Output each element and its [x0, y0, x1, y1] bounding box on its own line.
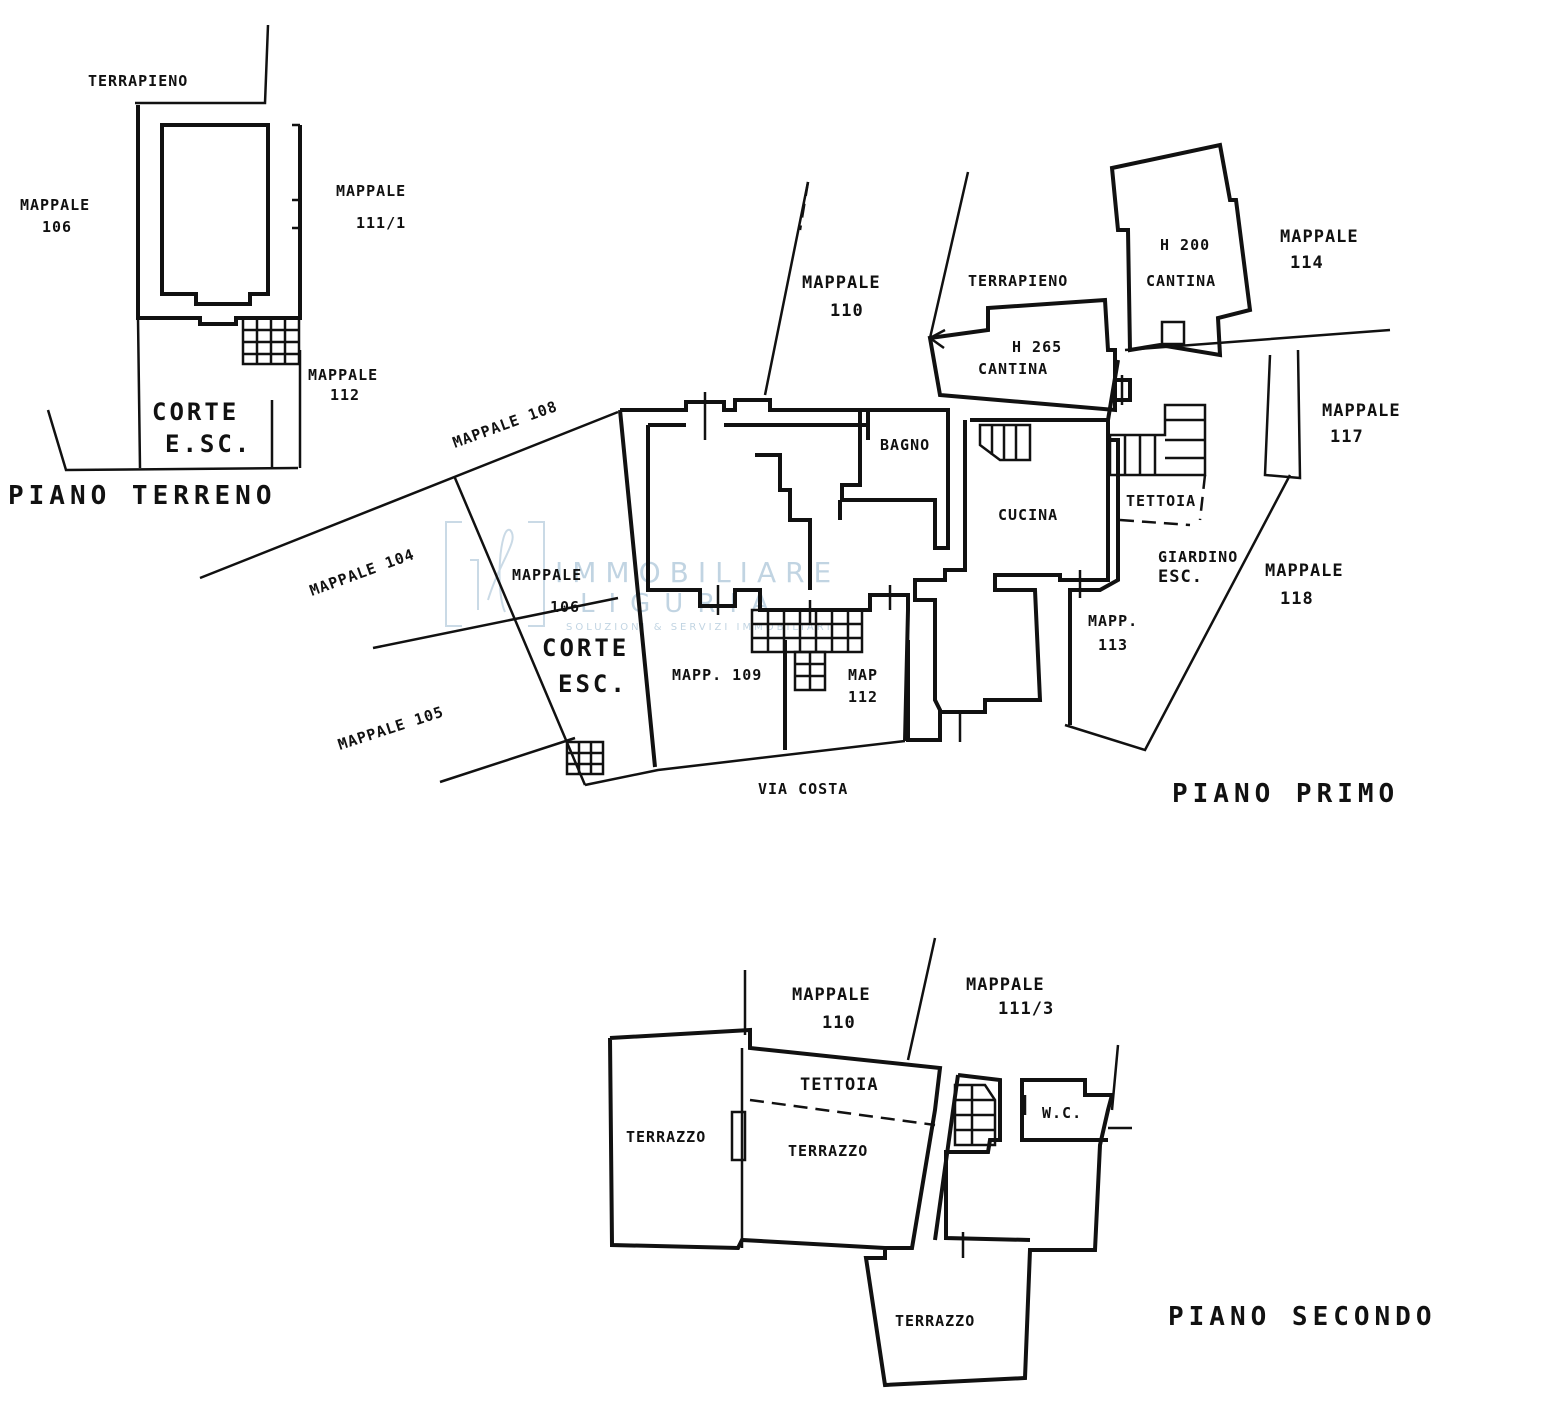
second-outer-walls: [608, 1027, 1115, 1388]
second-floor-plan: MAPPALE 110 MAPPALE 111/3 TETTOIA TERRAZ…: [608, 937, 1437, 1388]
ground-floor-plan: TERRAPIENO MAPPALE 106 MAPPALE 111/1 MAP…: [8, 24, 406, 511]
first-mappale-117-label: MAPPALE: [1322, 401, 1401, 421]
first-via-costa-label: VIA COSTA: [758, 780, 848, 798]
second-door-marks: [730, 1095, 1027, 1258]
ground-corte-boundary: [46, 317, 302, 472]
first-mappale-110-number: 110: [830, 301, 864, 321]
first-main-stairs: [750, 608, 864, 692]
second-terrazzo-center-label: TERRAZZO: [788, 1142, 868, 1160]
ground-terrapieno-boundary: [135, 24, 270, 105]
first-corte-label: CORTE: [542, 634, 629, 662]
first-kitchen-right-wall: [1068, 438, 1120, 725]
first-mappale-117-number: 117: [1330, 427, 1364, 447]
ground-corte-esc-label: E.SC.: [165, 430, 252, 458]
first-mappale-104-label: MAPPALE 104: [307, 545, 417, 600]
first-cantina-h200-label: CANTINA: [1146, 272, 1216, 290]
first-main-house-walls: [618, 398, 950, 768]
first-cantina-h265-height: H 265: [1012, 338, 1062, 356]
watermark-logo-icon: [445, 521, 545, 627]
first-mappale-106-number: 106: [550, 598, 580, 616]
second-tettoia-label: TETTOIA: [800, 1075, 879, 1095]
first-cucina-label: CUCINA: [998, 506, 1058, 524]
first-cantina-chimney: [1160, 320, 1186, 346]
ground-terrapieno-label: TERRAPIENO: [88, 72, 188, 90]
first-door-marks: [703, 375, 1124, 742]
first-kitchen-walls: [913, 418, 1110, 714]
second-mappale-110-label: MAPPALE: [792, 985, 871, 1005]
first-mappale-114-label: MAPPALE: [1280, 227, 1359, 247]
first-corridor-walls: [648, 423, 870, 590]
second-mappale-110-number: 110: [822, 1013, 856, 1033]
ground-mappale-112-number: 112: [330, 386, 360, 404]
first-giardino-esc-label: ESC.: [1158, 567, 1203, 587]
second-stairs: [953, 1083, 997, 1147]
first-mappale-118-label: MAPPALE: [1265, 561, 1344, 581]
ground-corte-label: CORTE: [152, 398, 239, 426]
ground-mappale-111-label: MAPPALE: [336, 182, 406, 200]
ground-right-notch: [292, 123, 302, 230]
ground-mappale-112-label: MAPPALE: [308, 366, 378, 384]
ground-mappale-106-number: 106: [42, 218, 72, 236]
first-mapp-113-label: MAPP.: [1088, 612, 1138, 630]
first-tettoia-dashed: [1119, 474, 1207, 527]
first-outside-stairs: [1108, 403, 1207, 477]
first-mappale-114-number: 114: [1290, 253, 1324, 273]
second-wc-label: W.C.: [1042, 1104, 1082, 1122]
first-mappale-106-label: MAPPALE: [512, 566, 582, 584]
first-floor-plan: MAPPALE 110 TERRAPIENO H 200 CANTINA MAP…: [199, 142, 1401, 809]
first-mappale-105-label: MAPPALE 105: [336, 703, 447, 754]
first-mappale-110-label: MAPPALE: [802, 273, 881, 293]
first-mappale-108-label: MAPPALE 108: [450, 397, 560, 452]
ground-stairs: [241, 316, 301, 366]
first-connector-walls: [1106, 359, 1132, 421]
first-cantina-h200-walls: [1109, 142, 1253, 358]
ground-mappale-106-label: MAPPALE: [20, 196, 90, 214]
first-map-112-number: 112: [848, 688, 878, 706]
first-cantina-h200-height: H 200: [1160, 236, 1210, 254]
first-cantina-h265-walls: [927, 297, 1117, 413]
first-corte-stairs: [565, 740, 605, 776]
first-floor-title: PIANO PRIMO: [1172, 779, 1399, 809]
first-kitchen-stairs: [978, 423, 1032, 462]
first-lower-rooms-walls: [783, 640, 942, 750]
second-mappale-111-number: 111/3: [998, 999, 1054, 1019]
ground-mappale-111-number: 111/1: [356, 214, 406, 232]
first-mapp-109-label: MAPP. 109: [672, 666, 762, 684]
second-boundary-lines: [743, 937, 1132, 1130]
first-tettoia-label: TETTOIA: [1126, 492, 1196, 510]
second-tettoia-dashed: [749, 1098, 936, 1127]
first-mappale-118-number: 118: [1280, 589, 1314, 609]
second-mappale-111-label: MAPPALE: [966, 975, 1045, 995]
first-terrapieno-label: TERRAPIENO: [968, 272, 1068, 290]
second-terrazzo-bottom-label: TERRAZZO: [895, 1312, 975, 1330]
first-corte-esc-label: ESC.: [558, 670, 628, 698]
first-giardino-label: GIARDINO: [1158, 548, 1238, 566]
first-cantina-h265-label: CANTINA: [978, 360, 1048, 378]
first-bagno-label: BAGNO: [880, 436, 930, 454]
first-cantina-arrow: [929, 328, 946, 350]
ground-floor-title: PIANO TERRENO: [8, 481, 277, 511]
watermark: IMMOBILIARE LIGURIA SOLUZIONI & SERVIZI …: [445, 521, 840, 633]
watermark-line3: SOLUZIONI & SERVIZI IMMOBILIARI: [566, 622, 833, 633]
first-boundary-lines: [199, 171, 1391, 787]
first-map-112-label: MAP: [848, 666, 878, 684]
second-terrazzo-left-label: TERRAZZO: [626, 1128, 706, 1146]
first-mapp-113-number: 113: [1098, 636, 1128, 654]
first-dashed-boundary: [798, 181, 810, 231]
second-floor-title: PIANO SECONDO: [1168, 1302, 1437, 1332]
watermark-line2: LIGURIA: [580, 589, 783, 619]
ground-inner-room: [160, 123, 270, 306]
watermark-line1: IMMOBILIARE: [555, 556, 840, 589]
